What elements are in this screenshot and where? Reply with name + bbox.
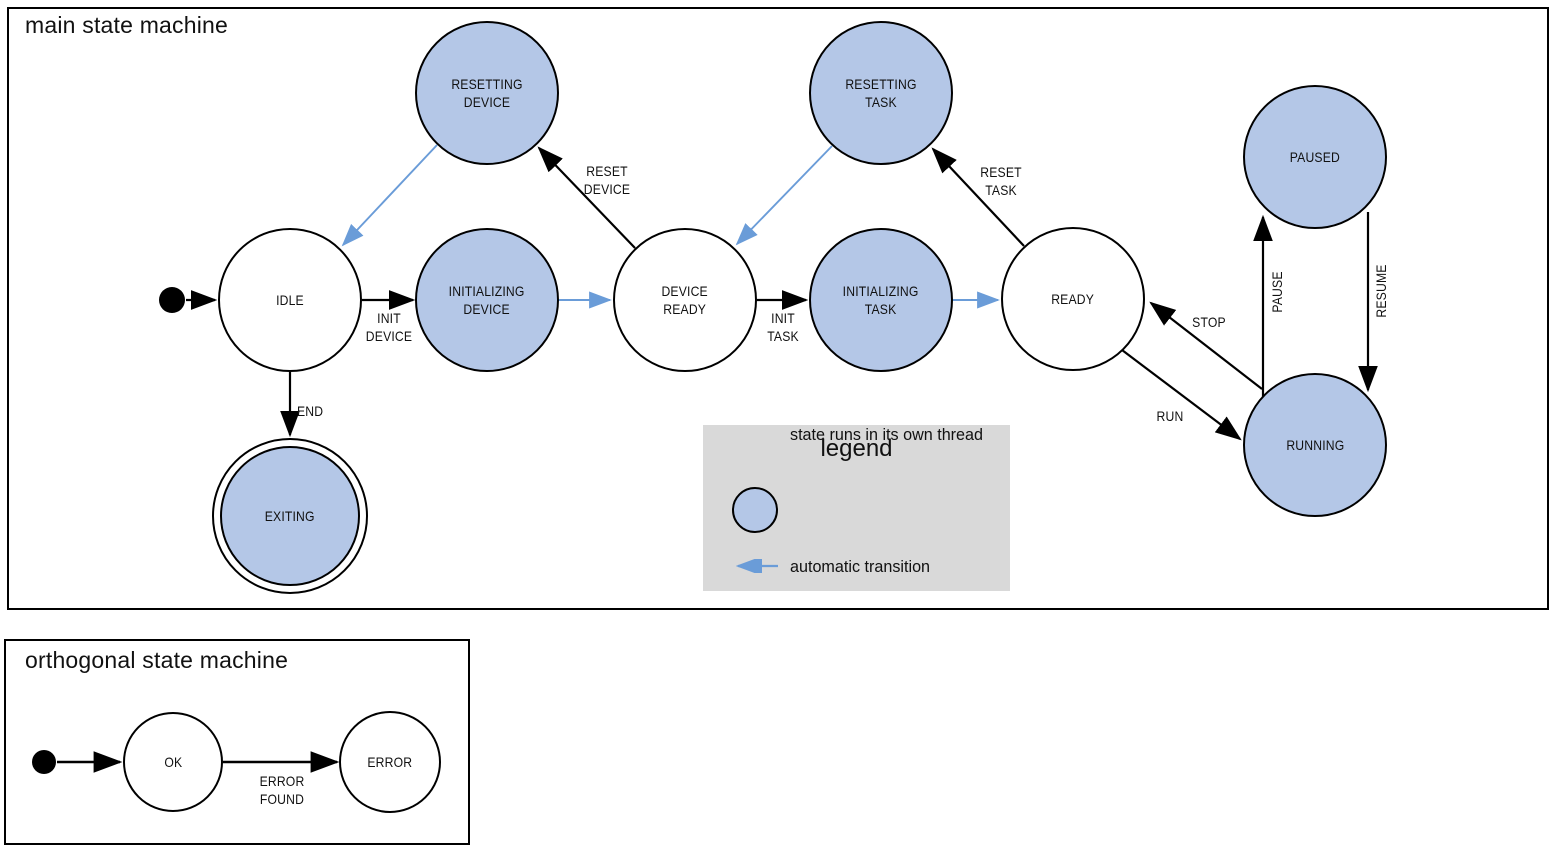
orthogonal-panel-title: orthogonal state machine [25, 647, 289, 673]
orthogonal-state-machine-panel [4, 639, 470, 845]
state-exiting-final-ring: EXITING [212, 438, 368, 594]
state-ok-label: OK [164, 753, 182, 770]
legend-title: legend [820, 435, 893, 462]
threaded-state-legend-icon [732, 487, 778, 533]
state-resetting-task-label: RESETTING TASK [845, 75, 917, 110]
state-paused-label: PAUSED [1289, 148, 1341, 165]
state-ready: READY [1001, 227, 1145, 371]
main-panel-title: main state machine [25, 12, 229, 38]
state-ok: OK [123, 712, 223, 812]
state-initializing-task: INITIALIZING TASK [809, 228, 953, 372]
transition-label-reset-device: RESET DEVICE [583, 162, 631, 197]
transition-label-reset-task: RESET TASK [980, 163, 1022, 198]
state-device-ready-label: DEVICE READY [661, 282, 709, 317]
state-paused: PAUSED [1243, 85, 1387, 229]
state-error: ERROR [339, 711, 441, 813]
state-initializing-task-label: INITIALIZING TASK [843, 282, 919, 317]
legend-item-threaded-label: state runs in its own thread [790, 425, 984, 444]
transition-label-init-task: INIT TASK [767, 309, 799, 344]
state-error-label: ERROR [367, 753, 413, 770]
state-initializing-device-label: INITIALIZING DEVICE [449, 282, 525, 317]
transition-label-resume: RESUME [1372, 264, 1389, 318]
transition-label-pause: PAUSE [1268, 271, 1285, 313]
state-exiting-label: EXITING [265, 507, 315, 524]
state-resetting-device-label: RESETTING DEVICE [451, 75, 523, 110]
state-device-ready: DEVICE READY [613, 228, 757, 372]
state-resetting-device: RESETTING DEVICE [415, 21, 559, 165]
legend-item-automatic-label: automatic transition [790, 557, 931, 576]
transition-label-run: RUN [1156, 407, 1184, 424]
state-idle: IDLE [218, 228, 362, 372]
state-exiting: EXITING [220, 446, 360, 586]
state-ready-label: READY [1051, 290, 1095, 307]
state-running: RUNNING [1243, 373, 1387, 517]
state-idle-label: IDLE [276, 291, 304, 308]
state-initializing-device: INITIALIZING DEVICE [415, 228, 559, 372]
state-resetting-task: RESETTING TASK [809, 21, 953, 165]
automatic-transition-legend-icon [735, 559, 778, 573]
transition-label-init-device: INIT DEVICE [365, 309, 413, 344]
legend-box: legend state runs in its own thread auto… [703, 425, 1010, 591]
state-running-label: RUNNING [1285, 436, 1345, 453]
main-state-machine-panel [7, 7, 1549, 610]
transition-label-end: END [297, 402, 324, 419]
transition-label-error-found: ERROR FOUND [259, 772, 305, 807]
transition-label-stop: STOP [1192, 313, 1226, 330]
